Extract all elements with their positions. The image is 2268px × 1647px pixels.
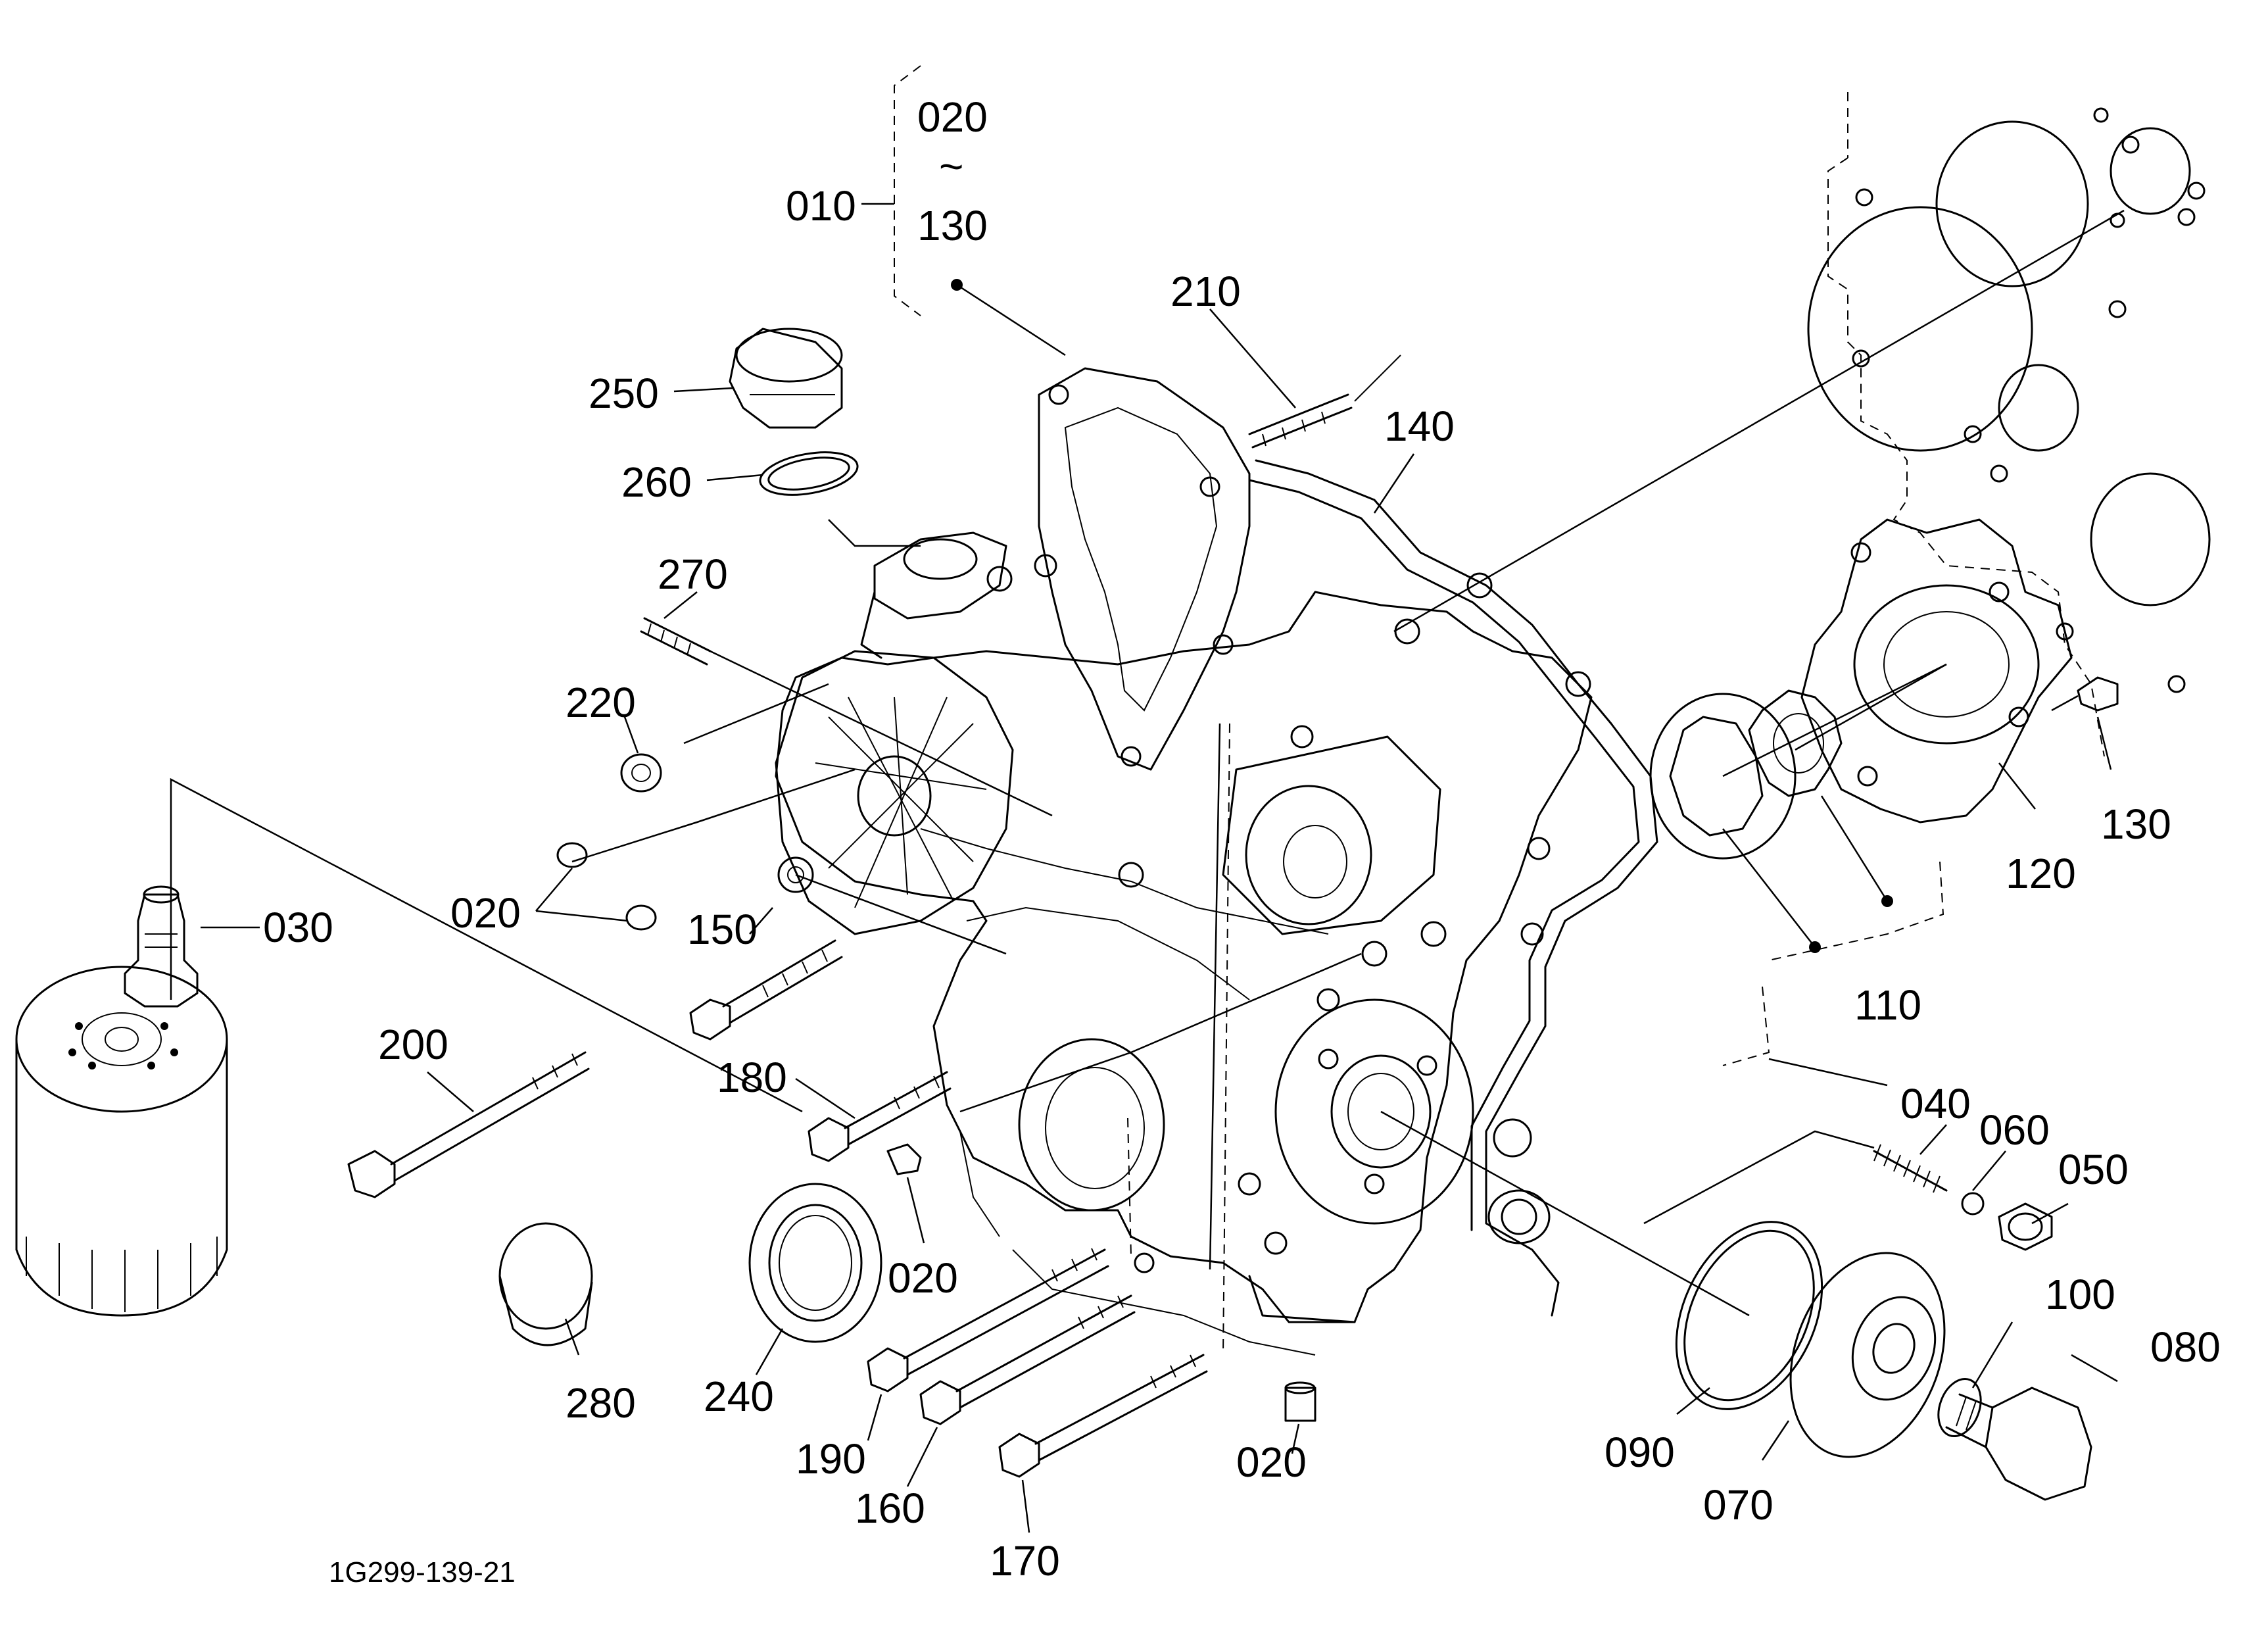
o-ring-090 <box>1675 1221 1823 1410</box>
nut-220 <box>620 753 662 793</box>
callout-050: 050 <box>2058 1146 2129 1193</box>
engine-block-outline <box>1807 92 2211 757</box>
plug-020-a <box>556 842 657 931</box>
oil-filler-cap <box>729 328 843 429</box>
range-from: 020 <box>917 93 988 141</box>
callout-150: 150 <box>687 906 758 953</box>
bolt-160 <box>919 1294 1136 1425</box>
callout-060: 060 <box>1979 1106 2050 1154</box>
callout-090: 090 <box>1604 1429 1675 1476</box>
callout-020-bottom: 020 <box>1236 1438 1307 1486</box>
callout-020-left: 020 <box>450 889 521 937</box>
timing-cover-face <box>775 531 1057 935</box>
relief-spring <box>1873 1144 1948 1193</box>
callout-160: 160 <box>855 1485 925 1532</box>
oil-seal <box>748 1183 882 1343</box>
callout-180: 180 <box>717 1054 787 1101</box>
stud-270 <box>640 617 712 666</box>
callout-240: 240 <box>704 1373 774 1420</box>
callout-110: 110 <box>1854 981 1921 1029</box>
drain-plug <box>1945 1387 2092 1501</box>
bolt-190 <box>867 1248 1109 1392</box>
callout-170: 170 <box>990 1537 1060 1585</box>
callout-labels: 010 020 ~ 130 020 020 020 030 040 050 06… <box>263 93 2221 1588</box>
callout-250: 250 <box>589 370 659 417</box>
callout-020-middle: 020 <box>888 1254 958 1302</box>
cap-plug <box>498 1222 593 1346</box>
callout-070: 070 <box>1703 1481 1773 1529</box>
gear-case-gasket <box>1248 459 1658 1317</box>
inner-rotor <box>1748 689 1843 797</box>
outer-rotor <box>1649 693 1797 860</box>
filter-nipple <box>124 885 199 1008</box>
callout-030: 030 <box>263 904 333 951</box>
stud-210 <box>1248 355 1401 449</box>
oil-filter <box>15 966 228 1317</box>
relief-plug <box>1998 1202 2053 1251</box>
sealing-washer <box>1937 1377 1982 1438</box>
bolt-150 <box>689 939 843 1041</box>
oil-pump-cover <box>1800 518 2073 823</box>
pump-screw <box>2051 676 2119 712</box>
callout-190: 190 <box>796 1435 866 1483</box>
callout-280: 280 <box>566 1379 636 1427</box>
callout-leaders <box>201 65 2118 1533</box>
plug-020-c <box>1284 1381 1316 1422</box>
assembly-lines <box>170 209 2125 1356</box>
callout-260: 260 <box>621 458 692 506</box>
bolt-200 <box>347 1051 590 1198</box>
filler-cap-o-ring <box>759 451 859 496</box>
callout-080: 080 <box>2150 1323 2221 1371</box>
callout-270: 270 <box>658 551 728 598</box>
gear-case-cover <box>1038 367 1251 771</box>
bolt-180 <box>808 1071 952 1162</box>
plug-020-b <box>886 1143 922 1175</box>
callout-040: 040 <box>1900 1080 1971 1127</box>
callout-130: 130 <box>2101 800 2171 848</box>
callout-200: 200 <box>378 1021 448 1068</box>
gear-case <box>775 591 1593 1356</box>
range-separator: ~ <box>939 143 963 190</box>
drawing-code: 1G299-139-21 <box>329 1556 516 1588</box>
callout-120: 120 <box>2006 850 2076 897</box>
callout-210: 210 <box>1170 268 1241 315</box>
callout-100: 100 <box>2045 1271 2115 1318</box>
relief-ball <box>1961 1192 1985 1216</box>
relief-cover <box>1789 1252 1946 1458</box>
bolt-170 <box>998 1354 1208 1478</box>
callout-140: 140 <box>1384 403 1455 450</box>
callout-010: 010 <box>786 182 856 230</box>
range-to: 130 <box>917 202 988 249</box>
callout-220: 220 <box>566 679 636 726</box>
